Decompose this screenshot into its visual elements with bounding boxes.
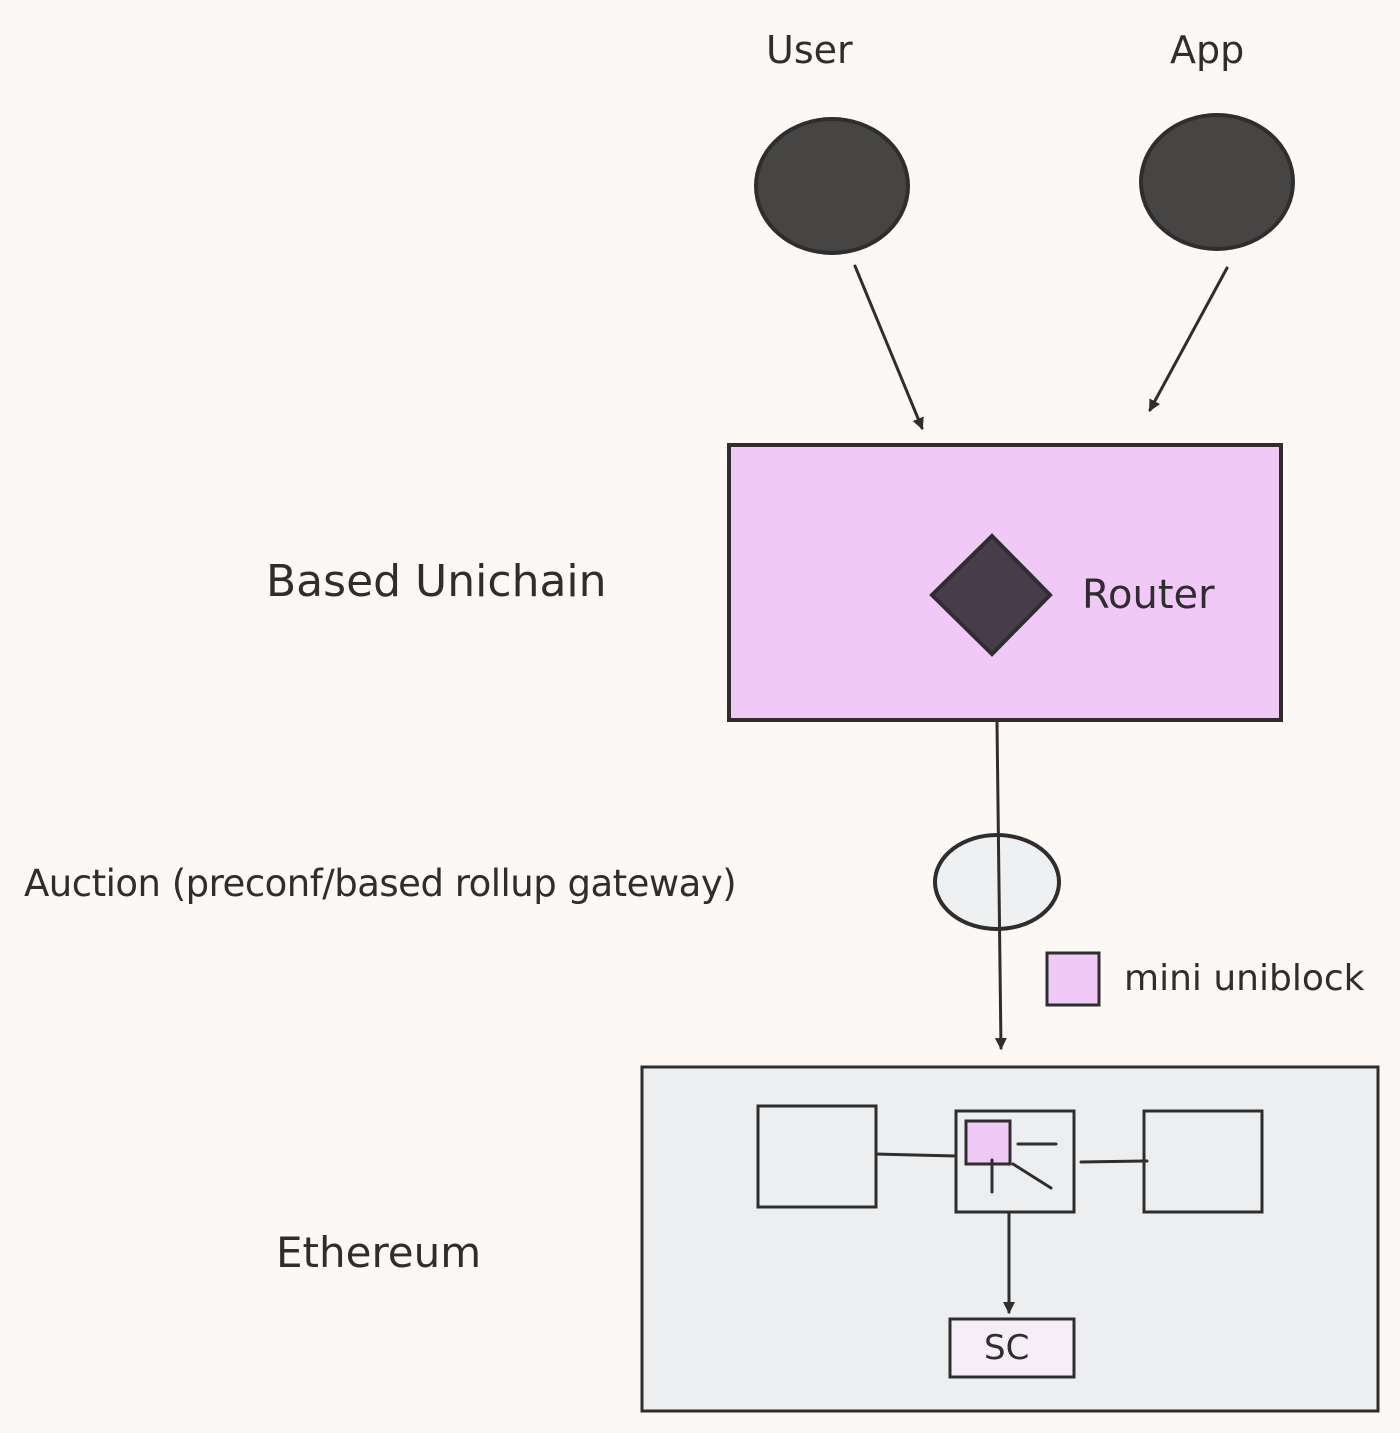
user-to-router-arrow <box>853 264 924 430</box>
chain-link-left <box>874 1152 958 1158</box>
block-right <box>1142 1109 1264 1214</box>
user-label: User <box>766 28 853 72</box>
auction-node <box>933 833 1061 931</box>
auction-label: Auction (preconf/based rollup gateway) <box>24 862 737 905</box>
app-label: App <box>1170 28 1245 72</box>
sc-label: SC <box>984 1328 1030 1368</box>
chain-link-right <box>1079 1159 1149 1164</box>
based-unichain-label: Based Unichain <box>266 556 607 607</box>
user-node <box>754 117 910 255</box>
tx-line-3 <box>1011 1162 1053 1190</box>
mini-uniblock-in-block <box>964 1119 1012 1166</box>
block-left <box>756 1104 878 1209</box>
app-node <box>1139 113 1295 251</box>
router-label: Router <box>1082 572 1215 618</box>
router-diamond <box>929 533 1053 657</box>
mini-uniblock-legend-swatch <box>1045 951 1101 1007</box>
ethereum-label: Ethereum <box>276 1228 482 1277</box>
unichain-to-ethereum-arrow <box>994 721 1007 1050</box>
app-to-router-arrow <box>1148 266 1229 412</box>
sc-box <box>948 1317 1076 1379</box>
mini-uniblock-legend-label: mini uniblock <box>1124 958 1365 999</box>
